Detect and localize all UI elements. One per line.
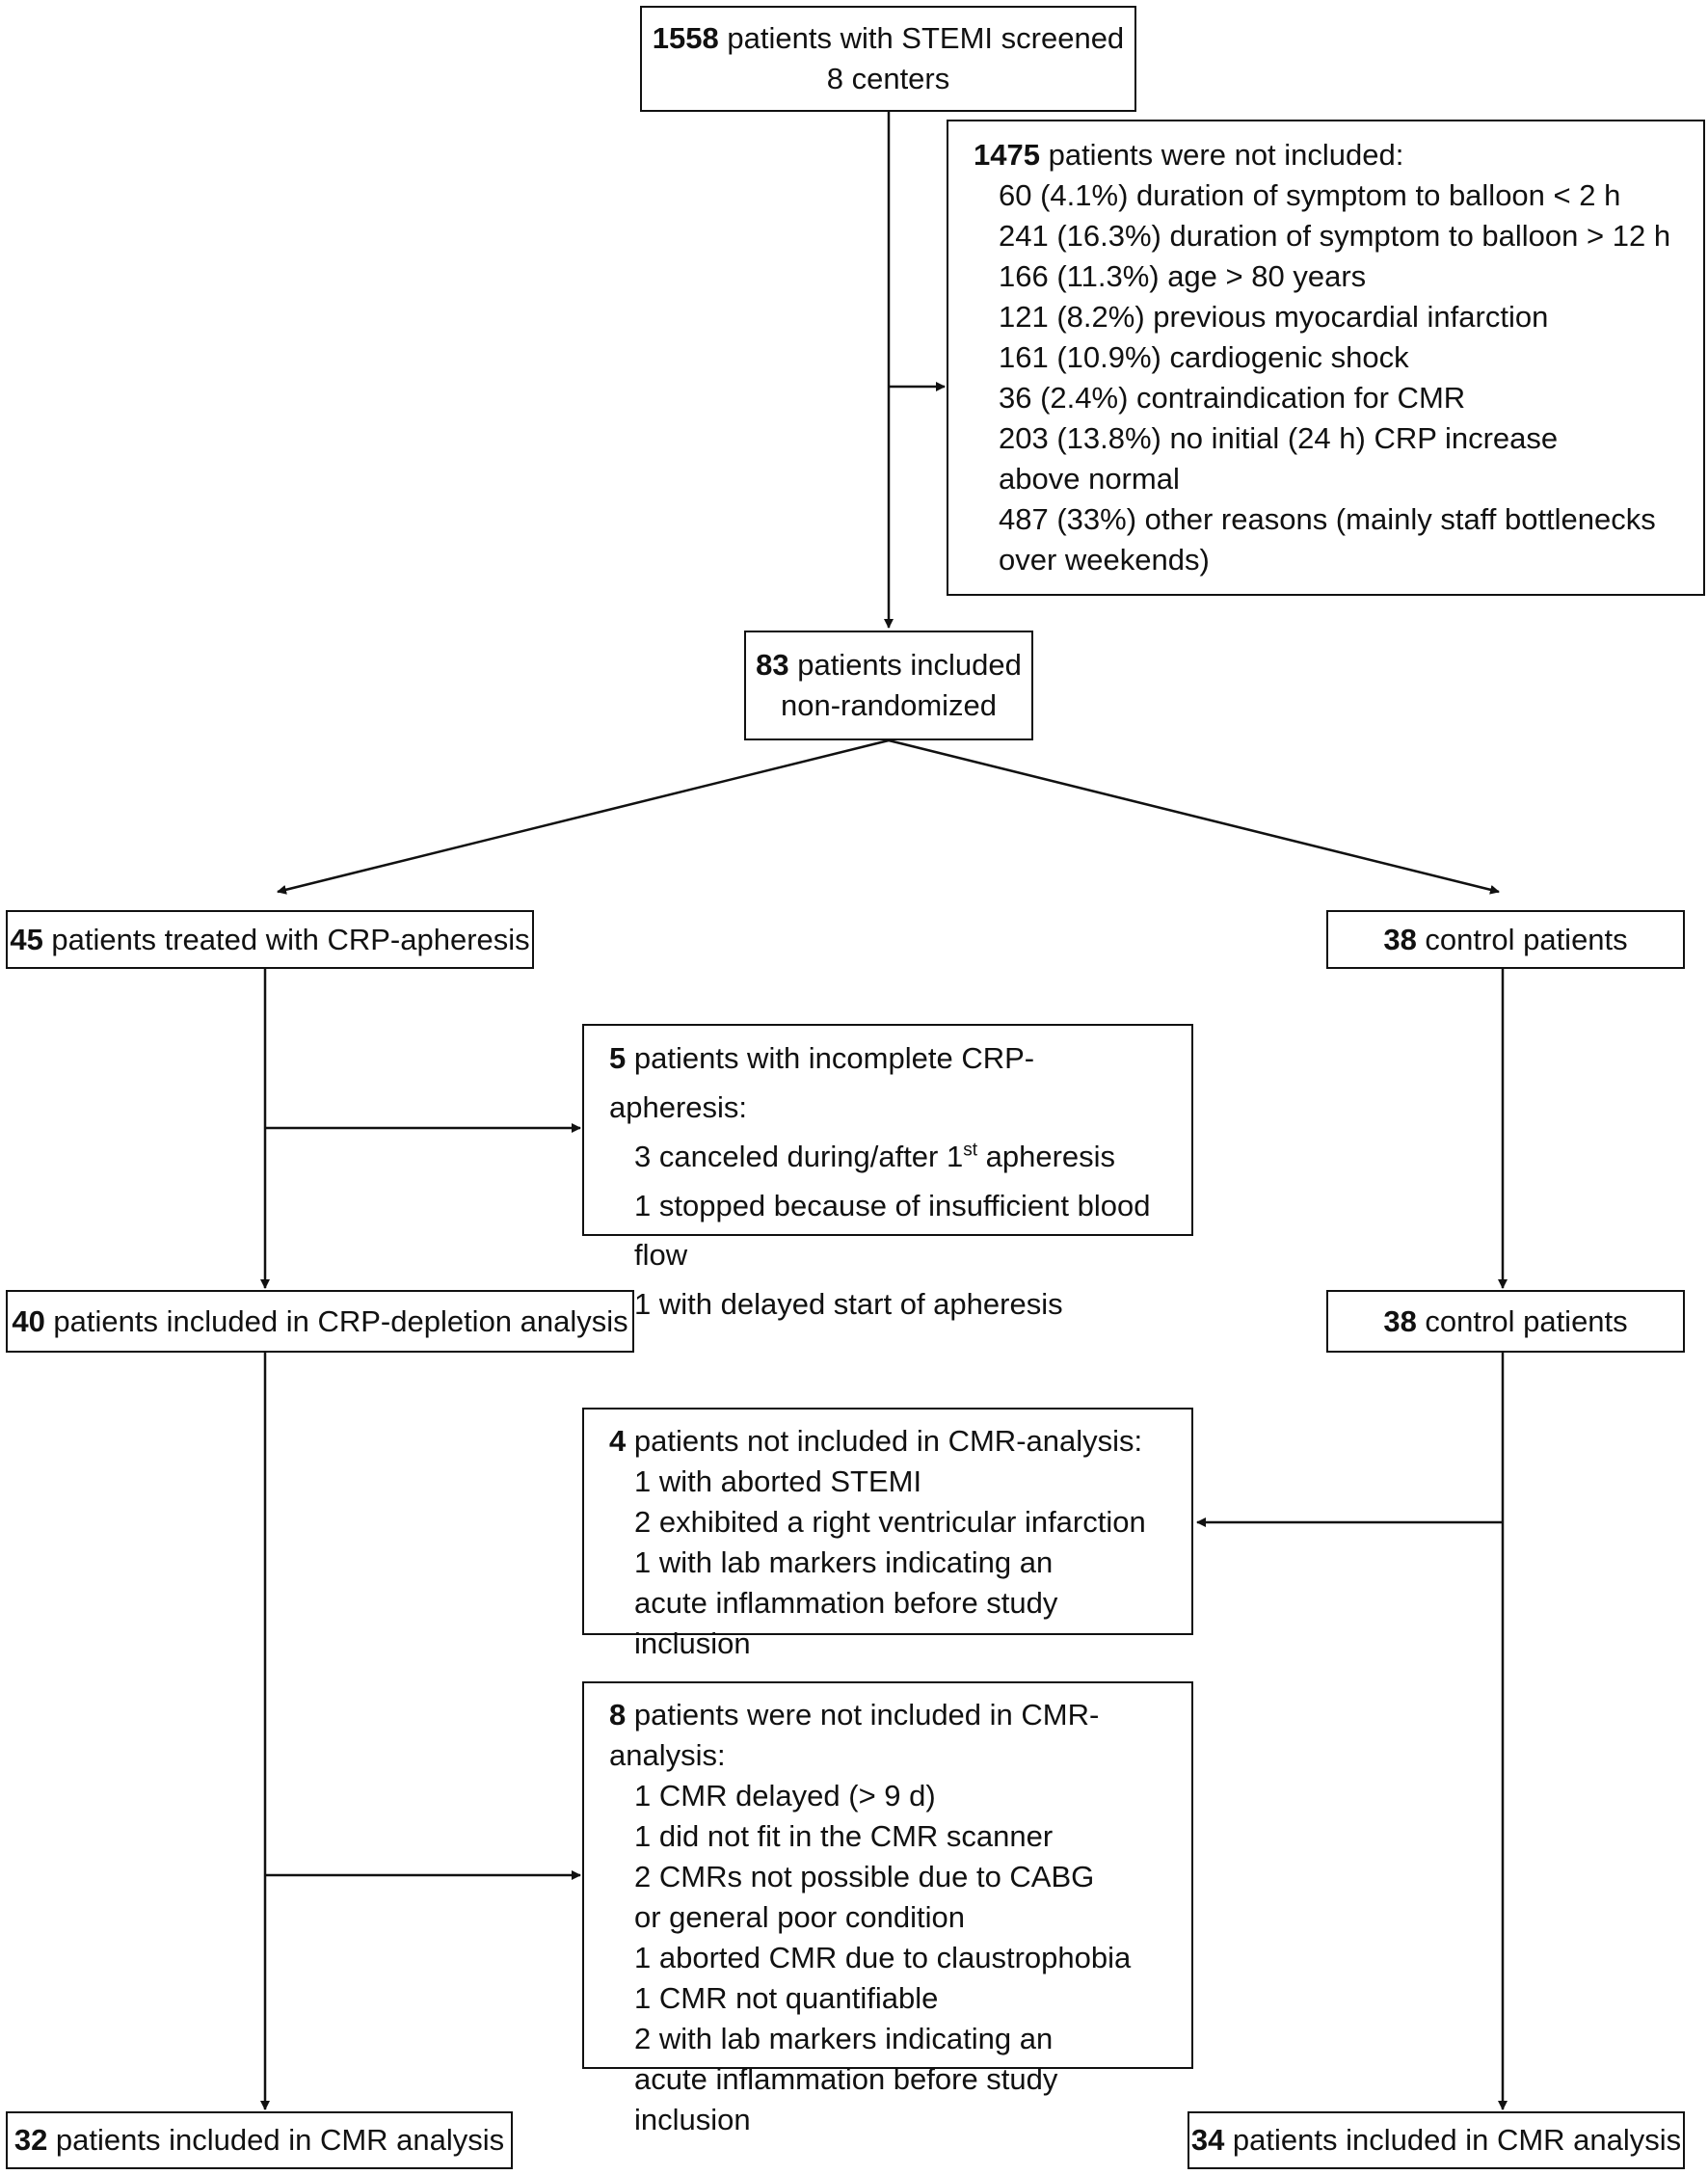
final-right-count: 34: [1190, 2123, 1225, 2157]
final-right-box: 34 patients included in CMR analysis: [1188, 2111, 1685, 2169]
aph-excl-header-text: patients were not included in CMR-analys…: [609, 1698, 1100, 1772]
control-box-2: 38 control patients: [1326, 1290, 1685, 1353]
final-right-text: patients included in CMR analysis: [1224, 2123, 1682, 2157]
depletion-count: 40: [12, 1303, 45, 1338]
excluded-item: 121 (8.2%) previous myocardial infarctio…: [999, 300, 1549, 334]
excluded-item: 487 (33%) other reasons (mainly staff bo…: [999, 502, 1656, 577]
excluded-item: 166 (11.3%) age > 80 years: [999, 259, 1367, 293]
apheresis-count: 45: [10, 922, 43, 956]
depletion-box: 40 patients included in CRP-depletion an…: [6, 1290, 634, 1353]
incomplete-header-text: patients with incomplete CRP-apheresis:: [609, 1041, 1035, 1124]
arrow-included-to-apheresis: [277, 738, 890, 895]
apheresis-text: patients treated with CRP-apheresis: [42, 922, 530, 956]
control-line-2: 38 control patients: [1383, 1302, 1627, 1342]
included-text: patients included: [788, 648, 1022, 682]
depletion-line: 40 patients included in CRP-depletion an…: [12, 1302, 627, 1342]
control-excl-item: 1 with lab markers indicating an: [634, 1545, 1054, 1579]
excluded-count: 1475: [974, 138, 1040, 172]
incomplete-item-tail: apheresis: [977, 1140, 1116, 1173]
control-count-1: 38: [1383, 922, 1417, 956]
excluded-item: 60 (4.1%) duration of symptom to balloon…: [999, 178, 1621, 212]
screened-line1: 1558 patients with STEMI screened: [653, 18, 1124, 59]
aph-excl-item: 2 with lab markers indicating an: [634, 2022, 1054, 2055]
incomplete-item-text: 3 canceled during/after 1: [634, 1140, 964, 1173]
incomplete-item: 3 canceled during/after 1st apheresis: [609, 1132, 1172, 1181]
incomplete-item: 1 stopped because of insufficient blood …: [634, 1189, 1151, 1272]
final-right-line: 34 patients included in CMR analysis: [1191, 2120, 1681, 2161]
final-left-count: 32: [13, 2123, 48, 2157]
ordinal-suffix: st: [963, 1140, 978, 1161]
aph-excl-item: 1 CMR not quantifiable: [634, 1981, 939, 2015]
control-excl-item: acute inflammation before study inclusio…: [634, 1586, 1058, 1660]
screened-centers: 8 centers: [826, 62, 950, 95]
aph-excl-item: 1 CMR delayed (> 9 d): [634, 1779, 936, 1812]
screened-box: 1558 patients with STEMI screened 8 cent…: [640, 6, 1136, 112]
final-left-text: patients included in CMR analysis: [47, 2123, 505, 2157]
incomplete-box: 5 patients with incomplete CRP-apheresis…: [582, 1024, 1193, 1321]
apheresis-box: 45 patients treated with CRP-apheresis: [6, 910, 534, 969]
excluded-header: 1475 patients were not included:: [974, 135, 1686, 175]
control-text-2: control patients: [1416, 1303, 1628, 1338]
control-excl-box: 4 patients not included in CMR-analysis:…: [582, 1408, 1193, 1660]
included-subtitle: non-randomized: [780, 688, 998, 722]
included-line1: 83 patients included: [756, 645, 1022, 685]
excluded-item: 203 (13.8%) no initial (24 h) CRP increa…: [999, 421, 1559, 496]
excluded-header-text: patients were not included:: [1039, 138, 1404, 172]
aph-excl-item: or general poor condition: [634, 1900, 965, 1934]
control-excl-item: 2 exhibited a right ventricular infarcti…: [634, 1505, 1146, 1539]
final-left-box: 32 patients included in CMR analysis: [6, 2111, 513, 2169]
control-excl-header-text: patients not included in CMR-analysis:: [626, 1424, 1143, 1458]
control-count-2: 38: [1383, 1303, 1417, 1338]
control-excl-count: 4: [609, 1424, 627, 1458]
control-line-1: 38 control patients: [1383, 920, 1627, 960]
aph-excl-item: 1 aborted CMR due to claustrophobia: [634, 1941, 1132, 1974]
aph-excl-item: 1 did not fit in the CMR scanner: [634, 1819, 1054, 1853]
control-text-1: control patients: [1416, 922, 1628, 956]
final-left-line: 32 patients included in CMR analysis: [14, 2120, 504, 2161]
aph-excl-item: acute inflammation before study inclusio…: [634, 2062, 1058, 2136]
control-box-1: 38 control patients: [1326, 910, 1685, 969]
screened-count: 1558: [652, 21, 719, 55]
included-count: 83: [756, 648, 789, 682]
apheresis-line: 45 patients treated with CRP-apheresis: [10, 920, 529, 960]
depletion-text: patients included in CRP-depletion analy…: [44, 1303, 628, 1338]
aph-excl-header: 8 patients were not included in CMR-anal…: [609, 1695, 1172, 1776]
aph-excl-box: 8 patients were not included in CMR-anal…: [582, 1681, 1193, 2136]
excluded-item: 36 (2.4%) contraindication for CMR: [999, 381, 1466, 415]
aph-excl-item: 2 CMRs not possible due to CABG: [634, 1860, 1095, 1893]
incomplete-item: 1 with delayed start of apheresis: [634, 1287, 1063, 1321]
incomplete-count: 5: [609, 1041, 627, 1075]
arrow-included-to-control: [888, 738, 1500, 895]
control-excl-item: 1 with aborted STEMI: [634, 1464, 922, 1498]
aph-excl-count: 8: [609, 1698, 627, 1732]
control-excl-header: 4 patients not included in CMR-analysis:: [609, 1421, 1172, 1462]
excluded-box: 1475 patients were not included: 60 (4.1…: [947, 120, 1705, 596]
incomplete-header: 5 patients with incomplete CRP-apheresis…: [609, 1034, 1172, 1132]
screened-text: patients with STEMI screened: [718, 21, 1125, 55]
excluded-item: 241 (16.3%) duration of symptom to ballo…: [999, 219, 1671, 253]
excluded-item: 161 (10.9%) cardiogenic shock: [999, 340, 1409, 374]
included-box: 83 patients included non-randomized: [744, 631, 1033, 740]
